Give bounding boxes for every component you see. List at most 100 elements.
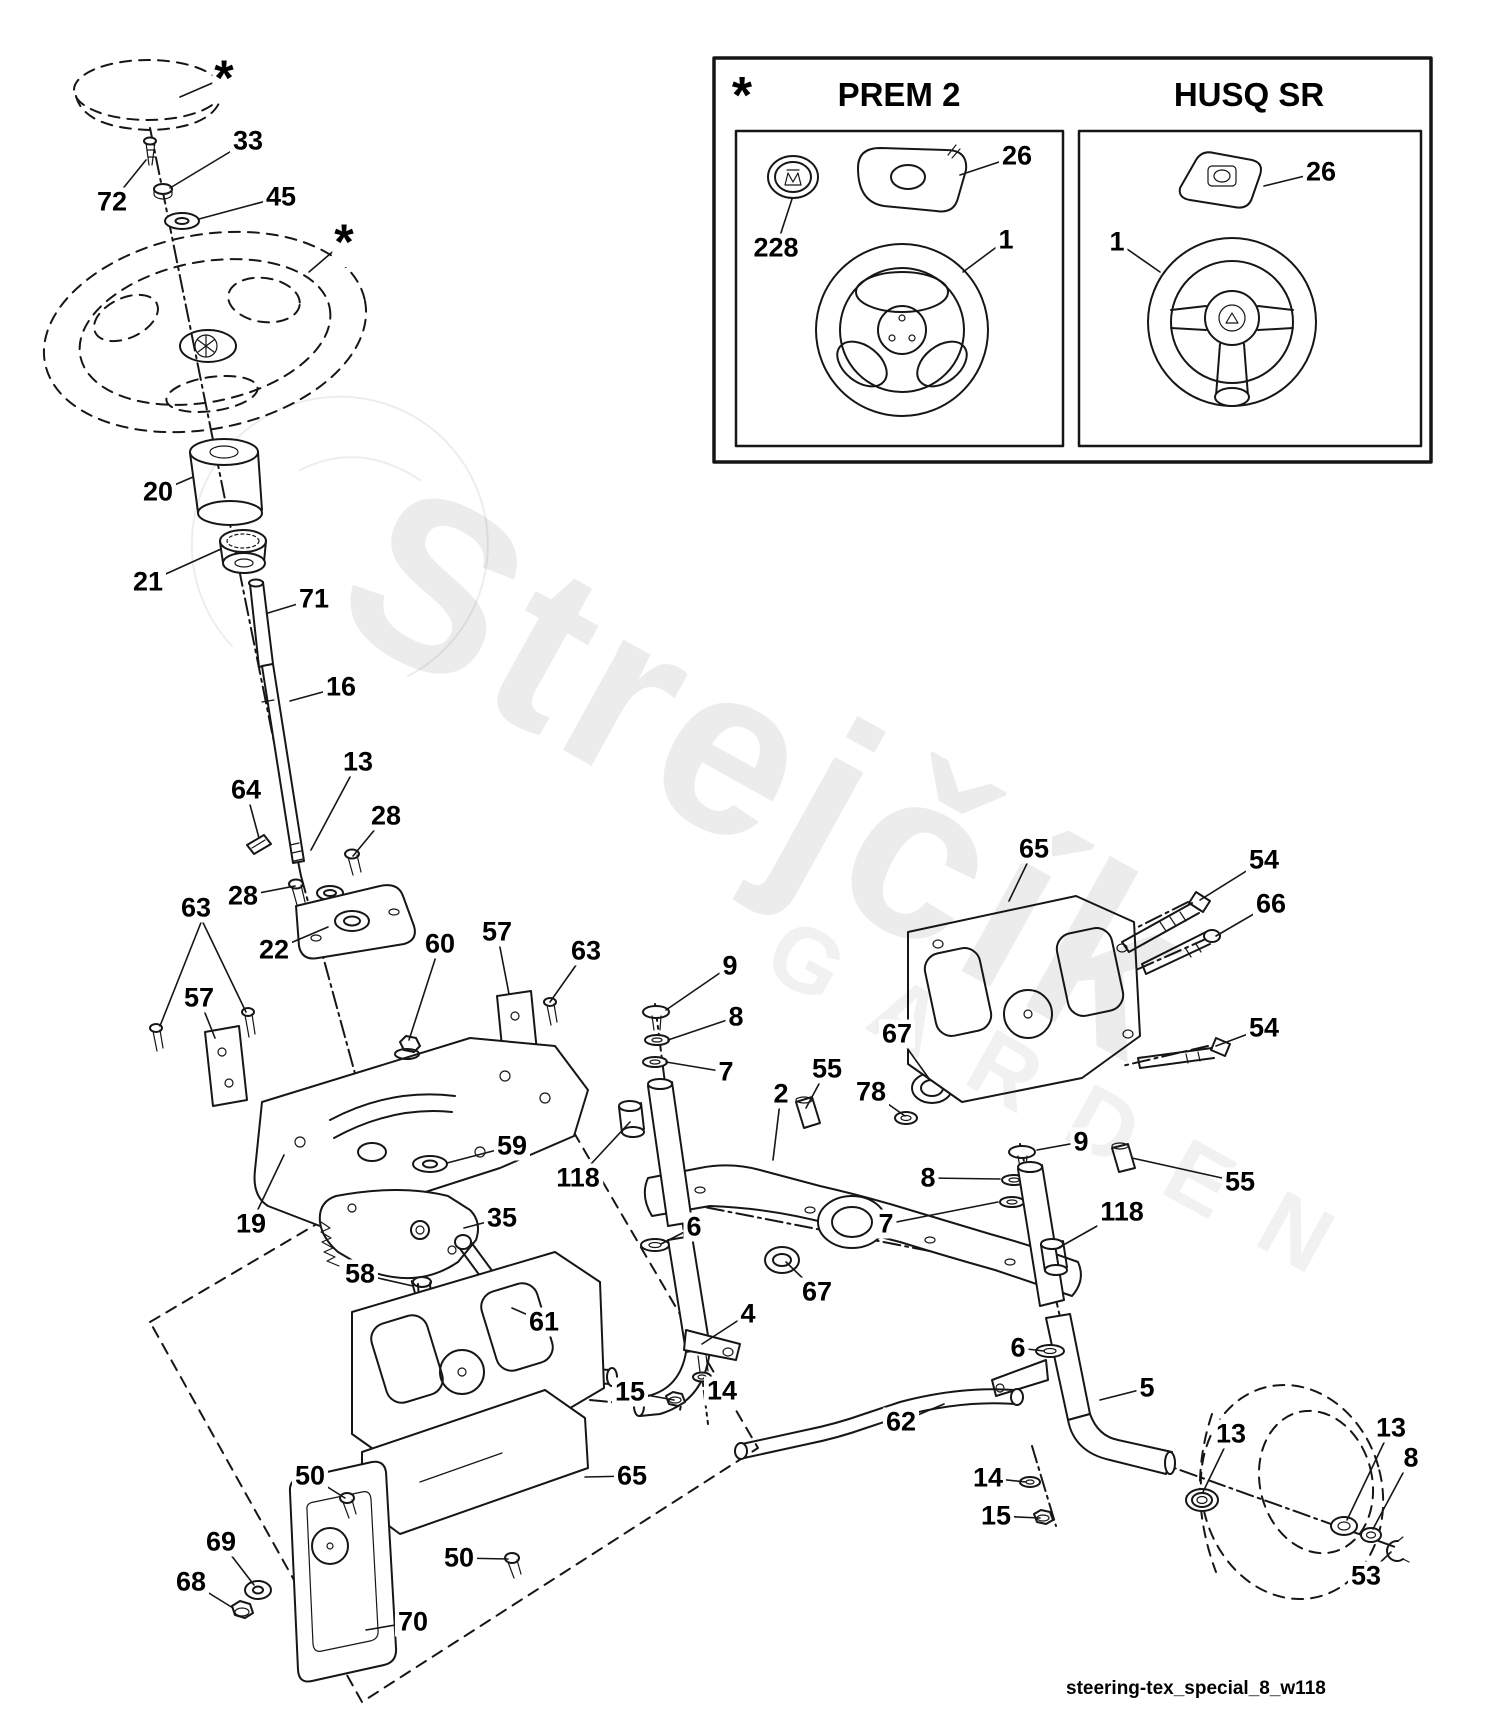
inset-prem2-insert-26: [857, 144, 968, 213]
bearing-plate-22: [295, 884, 416, 960]
part-label-13: 13: [1372, 1413, 1410, 1443]
part-label-65: 65: [1015, 834, 1053, 864]
part-label-26: 26: [1302, 157, 1340, 187]
part-label-28: 28: [224, 881, 262, 911]
part-label-57: 57: [478, 917, 516, 947]
part-label-68: 68: [172, 1567, 210, 1597]
leader-line: [1346, 1427, 1392, 1521]
part-label-9: 9: [1070, 1127, 1092, 1157]
console-70: [288, 1460, 398, 1683]
part-label-15: 15: [611, 1377, 649, 1407]
part-label-59: 59: [493, 1131, 531, 1161]
leader-line: [159, 919, 203, 1027]
steering-shaft-16: [261, 663, 305, 864]
spacer-55-right: [1111, 1142, 1136, 1173]
support-bracket-65-left: [351, 1251, 605, 1535]
part-label-67: 67: [798, 1277, 836, 1307]
part-label-22: 22: [255, 935, 293, 965]
bolt-66: [1141, 929, 1221, 975]
washer-69: [244, 1580, 272, 1600]
part-label-65: 65: [613, 1461, 651, 1491]
part-label-5: 5: [1136, 1373, 1158, 1403]
part-label-asterisk: *: [332, 214, 356, 270]
part-label-4: 4: [737, 1299, 759, 1329]
inset-prem2-emblem-228: [767, 155, 819, 199]
part-label-26: 26: [998, 141, 1036, 171]
part-label-14: 14: [703, 1376, 741, 1406]
part-label-20: 20: [139, 477, 177, 507]
part-label-1: 1: [995, 225, 1017, 255]
plate-57-left: [204, 1025, 248, 1107]
nut-15-left: [665, 1391, 686, 1407]
inset-husq-insert-26: [1178, 151, 1262, 209]
nut-60: [394, 1035, 421, 1060]
inset-title-husqsr: HUSQ SR: [1173, 76, 1325, 113]
part-label-9: 9: [719, 951, 741, 981]
part-label-21: 21: [129, 567, 167, 597]
washer-6-left: [640, 1238, 670, 1252]
part-label-8: 8: [725, 1002, 747, 1032]
part-label-66: 66: [1252, 889, 1290, 919]
leader-line: [408, 943, 441, 1041]
inset-husq-wheel-1: [1147, 237, 1317, 407]
part-label-13: 13: [339, 747, 377, 777]
part-label-asterisk: *: [212, 50, 236, 106]
leader-line: [667, 1016, 737, 1041]
leader-line: [927, 1177, 1001, 1180]
steering-wheel-hub: [179, 329, 237, 363]
steering-plate-19: [253, 1037, 589, 1227]
tie-rod-62: [734, 1388, 1024, 1460]
part-label-14: 14: [969, 1463, 1007, 1493]
part-label-7: 7: [715, 1057, 737, 1087]
washer-78: [894, 1111, 918, 1125]
part-label-67: 67: [878, 1019, 916, 1049]
spacer-55-left: [795, 1096, 821, 1129]
part-label-60: 60: [421, 929, 459, 959]
part-label-35: 35: [483, 1203, 521, 1233]
leader-line: [310, 761, 359, 851]
wheel-adapter-21: [219, 529, 267, 574]
washer-13-outer: [1330, 1516, 1358, 1536]
leader-line: [195, 907, 247, 1013]
part-label-8: 8: [917, 1163, 939, 1193]
inset-asterisk: *: [731, 67, 753, 125]
screws-50: [339, 1492, 522, 1579]
nut-68: [231, 1600, 254, 1619]
part-label-50: 50: [291, 1461, 329, 1491]
part-label-58: 58: [341, 1259, 379, 1289]
part-label-69: 69: [202, 1527, 240, 1557]
part-label-6: 6: [1007, 1333, 1029, 1363]
right-spindle-assembly: [991, 1145, 1176, 1475]
part-label-15: 15: [977, 1501, 1015, 1531]
part-label-57: 57: [180, 983, 218, 1013]
flange-washer-13-hub: [1185, 1488, 1219, 1512]
part-label-72: 72: [93, 187, 131, 217]
part-label-54: 54: [1245, 1013, 1283, 1043]
part-label-62: 62: [882, 1407, 920, 1437]
part-label-55: 55: [1221, 1167, 1259, 1197]
part-label-6: 6: [683, 1212, 705, 1242]
part-label-63: 63: [177, 893, 215, 923]
front-axle-2: [643, 1164, 1082, 1297]
part-label-1: 1: [1106, 227, 1128, 257]
part-label-55: 55: [808, 1054, 846, 1084]
leader-line: [885, 1201, 999, 1225]
part-label-28: 28: [367, 801, 405, 831]
washer-8-outer: [1360, 1527, 1382, 1543]
support-bracket-65-right: [907, 895, 1141, 1103]
leader-line: [665, 965, 731, 1011]
e-clip-53: [1386, 1536, 1410, 1563]
steering-wheel: [42, 230, 368, 434]
part-label-118: 118: [1097, 1197, 1147, 1227]
part-label-228: 228: [750, 233, 802, 263]
washer-45: [164, 212, 200, 230]
inset-box: [712, 56, 1433, 464]
watermark-logo: [190, 395, 489, 677]
left-spindle-assembly: [618, 1005, 741, 1417]
part-label-2: 2: [770, 1079, 792, 1109]
bolt-54-top: [1121, 891, 1211, 953]
bolts-28: [288, 848, 362, 906]
part-label-71: 71: [295, 584, 333, 614]
